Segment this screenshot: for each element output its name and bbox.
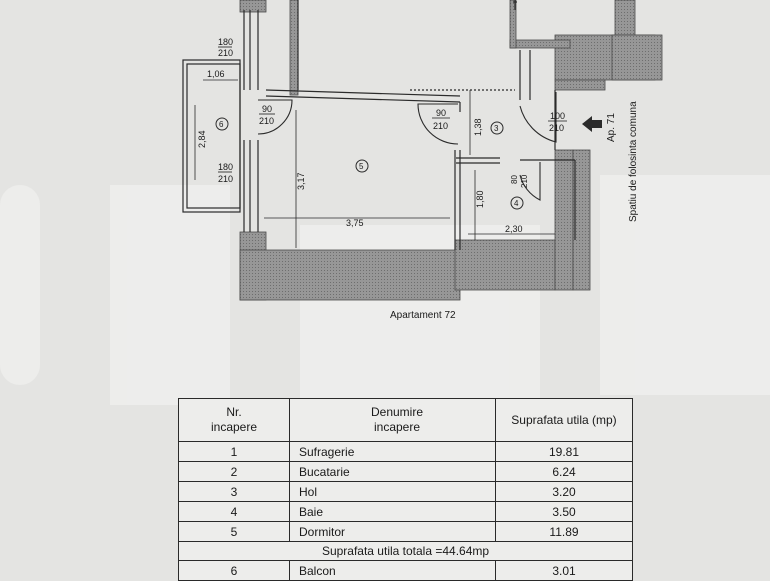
cell-area: 11.89 (495, 521, 633, 542)
door-swings (257, 92, 557, 201)
dim-door-entry-b: 210 (549, 123, 564, 133)
header-name-l1: Denumire (370, 405, 424, 419)
room-number-3: 3 (494, 124, 499, 133)
header-nr-l2: incapere (210, 420, 258, 434)
dim-door-top-b: 210 (218, 48, 233, 58)
cell-total: Suprafata utila totala =44.64mp (178, 541, 633, 561)
header-area: Suprafata utila (mp) (495, 398, 633, 442)
table-row: 1 Sufragerie 19.81 (178, 441, 633, 462)
dim-balcony-height: 2,84 (197, 130, 207, 148)
dim-balcony-width: 1,06 (207, 69, 225, 79)
dim-bath-width: 2,30 (505, 224, 523, 234)
cell-nr: 5 (178, 521, 290, 542)
entry-arrow-icon (582, 116, 602, 132)
plan-lines (182, 0, 576, 250)
dim-room-width: 3,75 (346, 218, 364, 228)
table-row: 5 Dormitor 11.89 (178, 521, 633, 542)
dim-window-balcony-a: 180 (218, 162, 233, 172)
dim-door-bath-a: 80 (510, 175, 519, 184)
dim-door-left-a: 90 (262, 104, 272, 114)
label-common-space: Spatiu de folosinta comuna (628, 101, 639, 222)
room-number-5: 5 (359, 162, 364, 171)
table-row: 3 Hol 3.20 (178, 481, 633, 502)
table-row: 2 Bucatarie 6.24 (178, 461, 633, 482)
table-total-row: Suprafata utila totala =44.64mp (178, 541, 633, 561)
cell-name: Bucatarie (289, 461, 496, 482)
dimension-lines (194, 79, 555, 248)
cell-name: Dormitor (289, 521, 496, 542)
cell-area: 3.50 (495, 501, 633, 522)
dim-door-mid-a: 90 (436, 108, 446, 118)
room-number-6: 6 (219, 120, 224, 129)
header-nr: Nr.incapere (178, 398, 290, 442)
cell-nr: 1 (178, 441, 290, 462)
dim-room-height: 3,17 (296, 172, 306, 190)
cell-name: Baie (289, 501, 496, 522)
cell-area: 19.81 (495, 441, 633, 462)
dim-bath-height: 1,80 (475, 190, 485, 208)
dim-door-entry-a: 100 (550, 111, 565, 121)
label-ap-71: Ap. 71 (606, 113, 617, 142)
dim-window-balcony-b: 210 (218, 174, 233, 184)
table-row: 4 Baie 3.50 (178, 501, 633, 522)
cell-nr: 2 (178, 461, 290, 482)
walls (239, 0, 663, 301)
cell-name: Hol (289, 481, 496, 502)
plan-caption: Apartament 72 (390, 310, 456, 321)
cell-area: 6.24 (495, 461, 633, 482)
dim-door-mid-b: 210 (433, 121, 448, 131)
room-number-4: 4 (514, 199, 519, 208)
watermark (0, 175, 770, 425)
dim-door-top-a: 180 (218, 37, 233, 47)
header-name-l2: incapere (373, 420, 421, 434)
cell-nr: 3 (178, 481, 290, 502)
cell-area: 3.20 (495, 481, 633, 502)
table-row: 6 Balcon 3.01 (178, 560, 633, 581)
cell-name: Sufragerie (289, 441, 496, 462)
cell-nr: 4 (178, 501, 290, 522)
room-number-markers (215, 117, 524, 210)
header-nr-l1: Nr. (226, 405, 242, 419)
dim-hall: 1,38 (473, 118, 483, 136)
dim-door-bath-b: 210 (520, 174, 529, 188)
dim-door-left-b: 210 (259, 116, 274, 126)
